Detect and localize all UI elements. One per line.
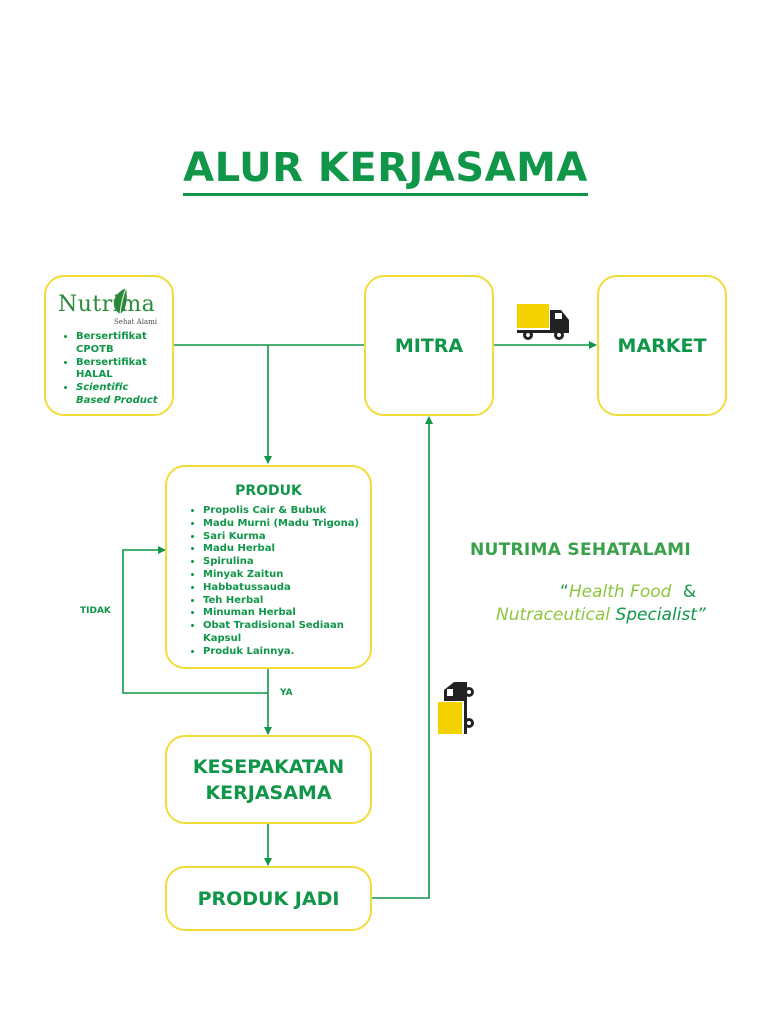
tidak-label: TIDAK xyxy=(80,606,111,616)
produk-item: Minuman Herbal xyxy=(203,607,363,620)
brand-name: NUTRIMA SEHATALAMI xyxy=(470,540,692,560)
produk-box: PRODUK Propolis Cair & Bubuk Madu Murni … xyxy=(165,465,372,669)
logo-tagline: Sehat Alami xyxy=(114,318,158,326)
produk-jadi-box: PRODUK JADI xyxy=(165,866,372,931)
ya-label: YA xyxy=(280,688,293,698)
tagline-specialist: Specialist” xyxy=(615,605,706,625)
nutrima-logo: Nutrima Sehat Alami xyxy=(58,287,168,328)
tagline-open-quote: “ xyxy=(560,582,569,602)
mitra-box: MITRA xyxy=(364,275,494,416)
leaf-icon xyxy=(113,287,127,315)
produk-item: Teh Herbal xyxy=(203,595,363,608)
produk-jadi-label: PRODUK JADI xyxy=(197,887,340,910)
nutrima-point: Bersertifikat CPOTB xyxy=(76,331,166,357)
produk-heading: PRODUK xyxy=(235,483,302,499)
nutrima-point: Bersertifikat HALAL xyxy=(76,357,166,383)
kesepakatan-box: KESEPAKATAN KERJASAMA xyxy=(165,735,372,824)
market-box: MARKET xyxy=(597,275,727,416)
tagline-line-1: “Health Food & xyxy=(560,582,696,602)
nutrima-box xyxy=(44,275,174,416)
market-label: MARKET xyxy=(617,334,707,357)
produk-item: Madu Murni (Madu Trigona) xyxy=(203,518,363,531)
connector-produk-jadi-mitra xyxy=(372,416,433,899)
tagline-nutraceutical: Nutraceutical xyxy=(496,605,611,625)
connector-tidak-loop xyxy=(122,546,268,694)
nutrima-point: Scientific Based Product xyxy=(76,382,166,408)
produk-item: Madu Herbal xyxy=(203,543,363,556)
produk-item: Propolis Cair & Bubuk xyxy=(203,505,363,518)
produk-item: Habbatussauda xyxy=(203,582,363,595)
kesepakatan-line: KESEPAKATAN xyxy=(192,755,345,778)
nutrima-points: Bersertifikat CPOTB Bersertifikat HALAL … xyxy=(56,331,166,408)
tagline-line-2: Nutraceutical Specialist” xyxy=(496,605,706,625)
kesepakatan-line: KERJASAMA xyxy=(205,781,332,804)
truck-icon-rotated xyxy=(438,682,474,734)
produk-item: Produk Lainnya. xyxy=(203,646,363,659)
produk-item: Minyak Zaitun xyxy=(203,569,363,582)
produk-item: Sari Kurma xyxy=(203,531,363,544)
page-title: ALUR KERJASAMA xyxy=(0,145,771,196)
produk-item: Obat Tradisional Sediaan Kapsul xyxy=(203,620,363,646)
logo-wordmark: Nutrima xyxy=(58,292,156,317)
produk-item: Spirulina xyxy=(203,556,363,569)
tagline-amp: & xyxy=(682,582,697,602)
truck-icon xyxy=(517,304,569,340)
tagline-health-food: Health Food xyxy=(568,582,672,602)
mitra-label: MITRA xyxy=(394,334,464,357)
